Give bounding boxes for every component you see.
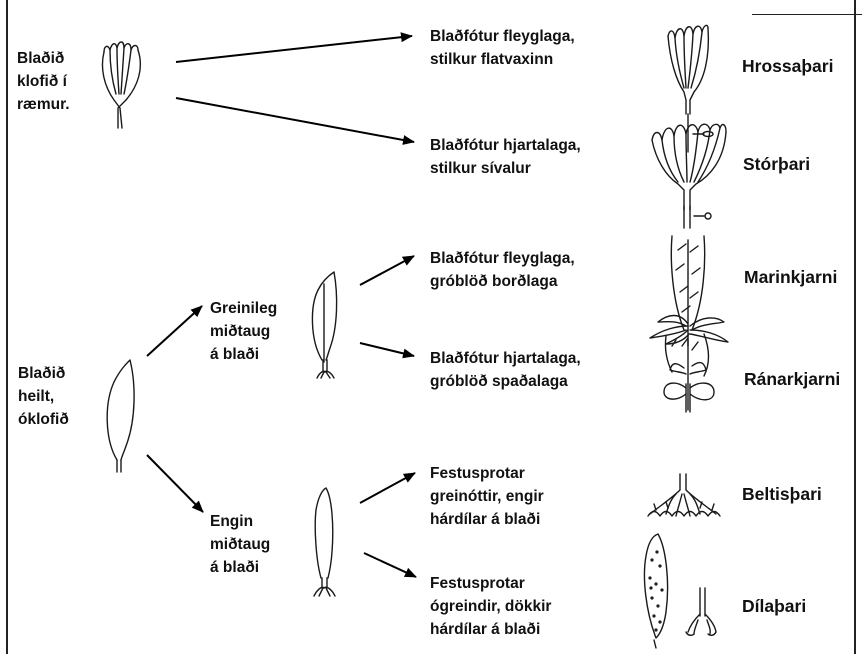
trait-hrossathari: Blaðfótur fleyglaga, stilkur flatvaxinn [430,25,575,71]
species-marinkjarni: Marinkjarni [744,267,837,288]
species-hrossathari: Hrossaþari [742,56,833,77]
node-distinct-midrib: Greinileg miðtaug á blaði [210,297,277,366]
marinkjarni-drawing [650,236,728,346]
split-blade-drawing [102,42,140,128]
dilathari-holdfast-drawing [686,588,716,635]
species-ranarkjarni: Ránarkjarni [744,369,840,390]
beltisthari-drawing [648,474,720,516]
arrow-split-to-storthari [176,98,414,142]
whole-blade-drawing [107,360,134,472]
arrow-whole-to-midrib [147,306,202,356]
storthari-drawing [652,124,726,228]
node-split-blade: Blaðið klofið í ræmur. [17,47,70,116]
trait-beltisthari: Festusprotar greinóttir, engir hárdílar … [430,462,544,531]
trait-ranarkjarni: Blaðfótur hjartalaga, gróblöð spaðalaga [430,347,581,393]
trait-dilathari: Festusprotar ógreindir, dökkir hárdílar … [430,572,551,641]
node-whole-blade: Blaðið heilt, óklofið [18,362,69,431]
arrow-split-to-hrossathari [176,36,412,62]
trait-storthari: Blaðfótur hjartalaga, stilkur sívalur [430,134,581,180]
dilathari-blade-drawing [644,534,667,648]
trait-marinkjarni: Blaðfótur fleyglaga, gróblöð borðlaga [430,247,575,293]
ranarkjarni-drawing [664,334,714,412]
species-beltisthari: Beltisþari [742,484,822,505]
arrow-midrib-to-ranarkjarni [360,343,414,356]
arrow-no-midrib-to-dilathari [364,553,416,577]
midrib-blade-drawing [312,272,336,378]
species-storthari: Stórþari [743,154,810,175]
node-no-midrib: Engin miðtaug á blaði [210,510,270,579]
no-midrib-blade-drawing [314,488,335,596]
arrow-no-midrib-to-beltisthari [360,473,415,503]
species-dilathari: Dílaþari [742,596,806,617]
arrow-midrib-to-marinkjarni [360,256,414,285]
arrow-whole-to-no-midrib [147,455,203,512]
